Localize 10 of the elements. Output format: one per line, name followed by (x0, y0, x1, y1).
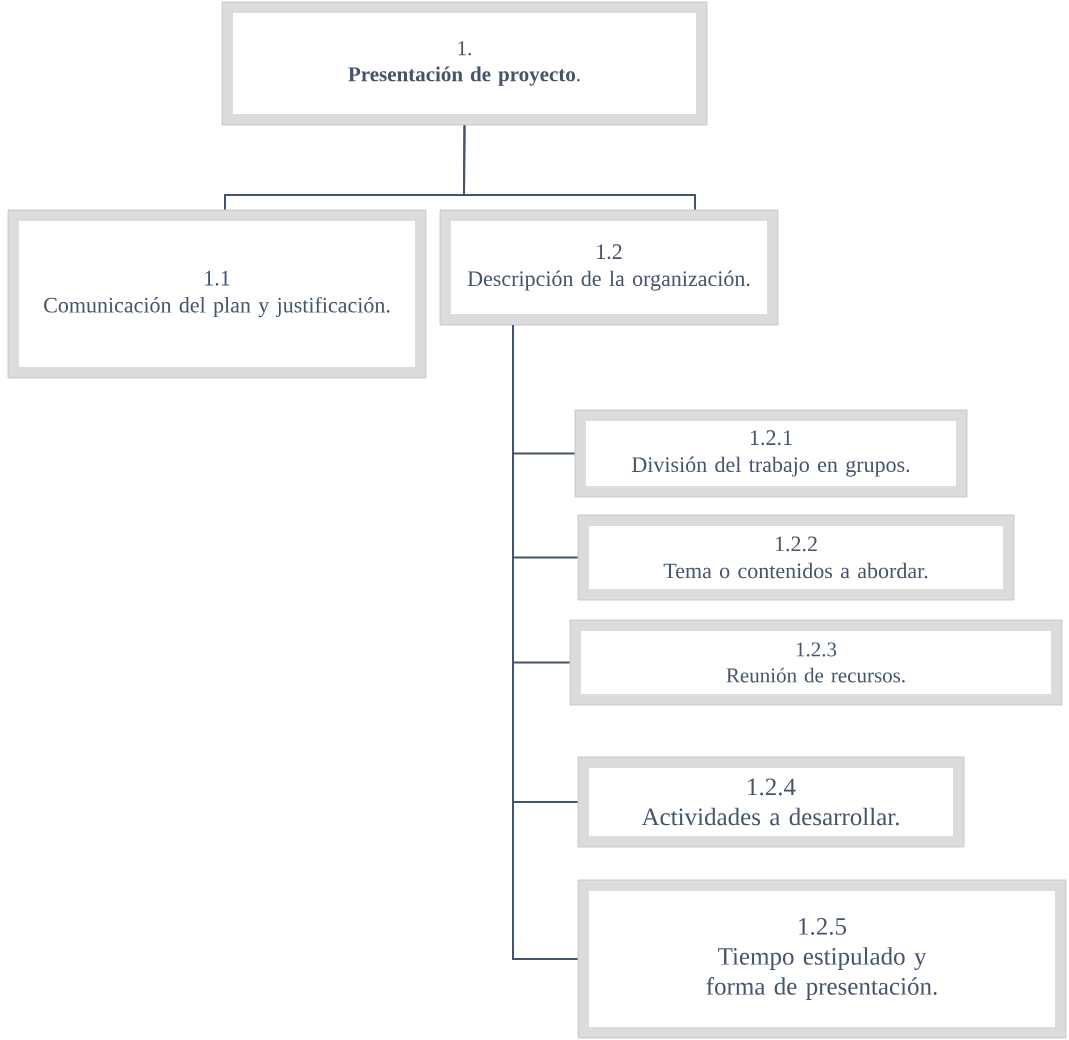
connector (463, 124, 696, 211)
process-box: 1.2 Descripción de la organización. (439, 209, 779, 326)
process-box: 1.1 Comunicación del plan y justificación. (7, 209, 427, 379)
process-box: 1.2.2 Tema o contenidos a abordar. (577, 514, 1015, 601)
process-box: 1.2.1 División del trabajo en grupos. (574, 409, 968, 498)
process-box: 1.2.5 Tiempo estipulado y forma de presentación. (577, 879, 1067, 1039)
connector (512, 324, 579, 960)
process-box: 1.2.3 Reunión de recursos. (569, 619, 1063, 706)
process-box: 1.2.4 Actividades a desarrollar. (577, 756, 965, 848)
process-box: 1. Presentación de proyecto. (221, 1, 708, 126)
